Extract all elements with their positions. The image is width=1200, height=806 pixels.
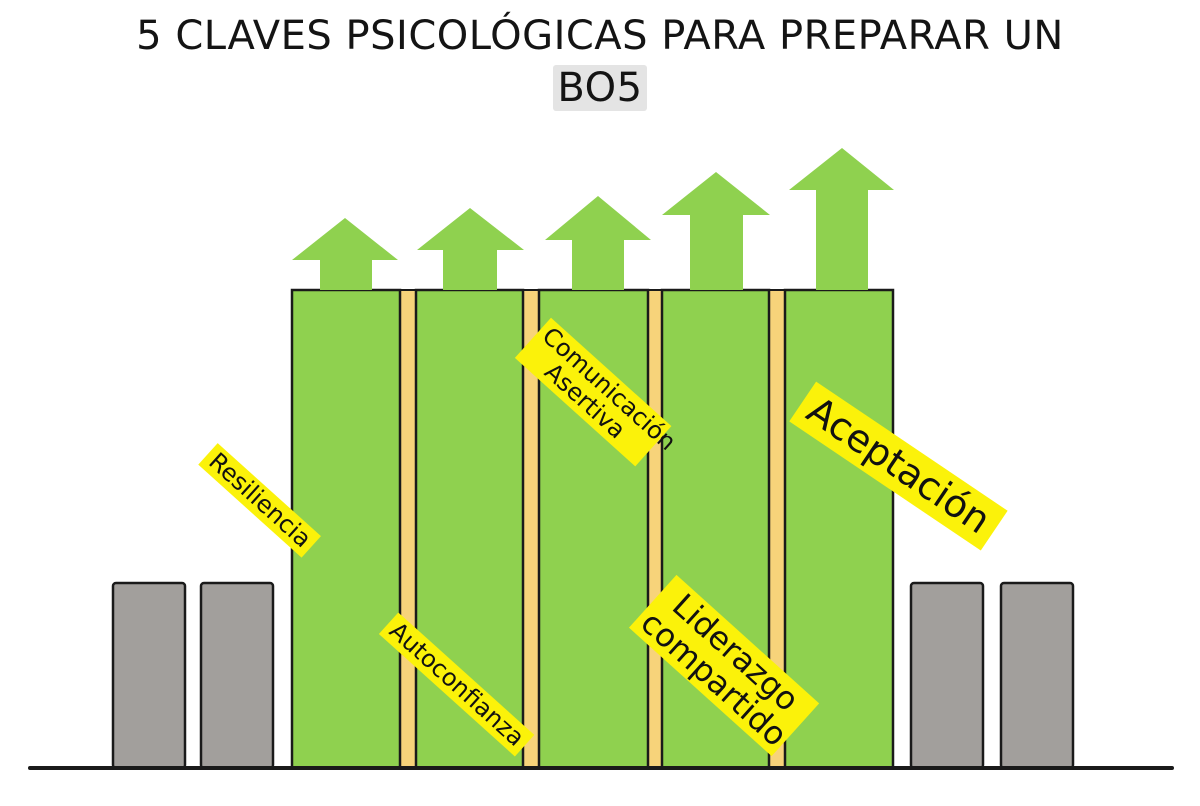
arrow-up-icon — [292, 218, 398, 290]
title-main: 5 CLAVES PSICOLÓGICAS PARA PREPARAR UN — [136, 13, 1064, 59]
side-block-left-1 — [111, 581, 187, 770]
arrow-up-icon — [545, 196, 651, 290]
arrow-up-icon — [789, 148, 894, 290]
side-block-right-1 — [909, 581, 985, 770]
arrow-up-icon — [417, 208, 524, 290]
side-block-right-2 — [999, 581, 1075, 770]
title-highlight: BO5 — [553, 65, 647, 111]
page-title: 5 CLAVES PSICOLÓGICAS PARA PREPARAR UN B… — [0, 10, 1200, 114]
growth-arrows — [292, 148, 894, 290]
side-block-left-2 — [199, 581, 275, 770]
side-blocks — [111, 581, 1075, 770]
pillars — [290, 288, 895, 770]
arrow-up-icon — [662, 172, 770, 290]
